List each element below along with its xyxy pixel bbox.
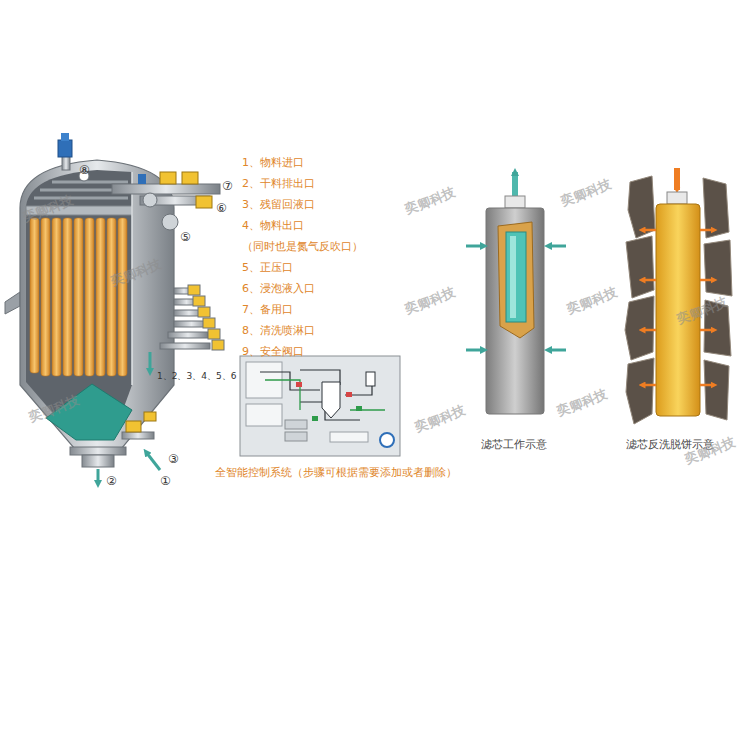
label-slot: ⑦ (222, 175, 233, 194)
label-slot: 7、备用口 (242, 298, 293, 317)
cartridge-backwash (625, 168, 732, 424)
filter-vessel (5, 133, 224, 484)
label-slot: 5、正压口 (242, 256, 293, 275)
label-slot: 奕卿科技 (28, 398, 80, 417)
watermark: 奕卿科技 (565, 284, 619, 318)
list-item: 3、残留回液口 (242, 198, 315, 211)
callout-number: ③ (168, 452, 179, 466)
list-item: 1、物料进口 (242, 156, 304, 169)
label-slot: ③ (168, 448, 179, 467)
label-slot: 9、安全阀口 (242, 340, 304, 359)
list-item: 9、安全阀口 (242, 345, 304, 358)
watermark: 奕卿科技 (403, 184, 457, 218)
figure-caption: 滤芯工作示意 (481, 438, 547, 451)
label-slot: 2、干料排出口 (242, 172, 315, 191)
callout-number: ⑦ (222, 179, 233, 193)
callout-number: ⑧ (79, 163, 90, 177)
label-slot: 滤芯工作示意 (481, 433, 547, 452)
label-slot: 奕卿科技 (414, 408, 466, 427)
list-item: 7、备用口 (242, 303, 293, 316)
callout-number: 1、2、3、4、5、6 (157, 371, 236, 382)
watermark: 奕卿科技 (403, 284, 457, 318)
list-item: 2、干料排出口 (242, 177, 315, 190)
panel-caption: 全智能控制系统（步骤可根据需要添加或者删除） (215, 466, 457, 479)
label-slot: ① (160, 470, 171, 489)
label-slot: 奕卿科技 (404, 190, 456, 209)
label-slot: 4、物料出口 (242, 214, 304, 233)
label-slot: ⑤ (180, 226, 191, 245)
watermark: 奕卿科技 (555, 386, 609, 420)
label-slot: 1、物料进口 (242, 151, 304, 170)
label-slot: 全智能控制系统（步骤可根据需要添加或者删除） (215, 461, 457, 480)
list-item: 4、物料出口 (242, 219, 304, 232)
label-slot: 1、2、3、4、5、6 (157, 364, 236, 383)
watermark: 奕卿科技 (559, 176, 613, 210)
control-panel-screen (240, 356, 400, 456)
label-slot: 奕卿科技 (676, 300, 728, 319)
label-slot: 8、清洗喷淋口 (242, 319, 315, 338)
label-slot: 奕卿科技 (566, 290, 618, 309)
label-slot: 奕卿科技 (560, 182, 612, 201)
label-slot: 奕卿科技 (22, 198, 74, 217)
label-slot: 奕卿科技 (404, 290, 456, 309)
label-slot: 奕卿科技 (556, 392, 608, 411)
label-slot: 奕卿科技 (110, 262, 162, 281)
label-slot: 3、残留回液口 (242, 193, 315, 212)
label-slot: ② (106, 470, 117, 489)
label-slot: 6、浸泡液入口 (242, 277, 315, 296)
list-item: 5、正压口 (242, 261, 293, 274)
callout-number: ① (160, 474, 171, 488)
cartridge-working (466, 172, 566, 414)
list-note: （同时也是氮气反吹口） (242, 240, 363, 253)
list-item: 8、清洗喷淋口 (242, 324, 315, 337)
callout-number: ② (106, 474, 117, 488)
label-slot: ⑥ (216, 197, 227, 216)
label-slot: （同时也是氮气反吹口） (242, 235, 363, 254)
watermark: 奕卿科技 (413, 402, 467, 436)
list-item: 6、浸泡液入口 (242, 282, 315, 295)
label-slot: ⑧ (79, 159, 90, 178)
label-slot: 奕卿科技 (684, 440, 736, 459)
callout-number: ⑤ (180, 230, 191, 244)
callout-number: ⑥ (216, 201, 227, 215)
